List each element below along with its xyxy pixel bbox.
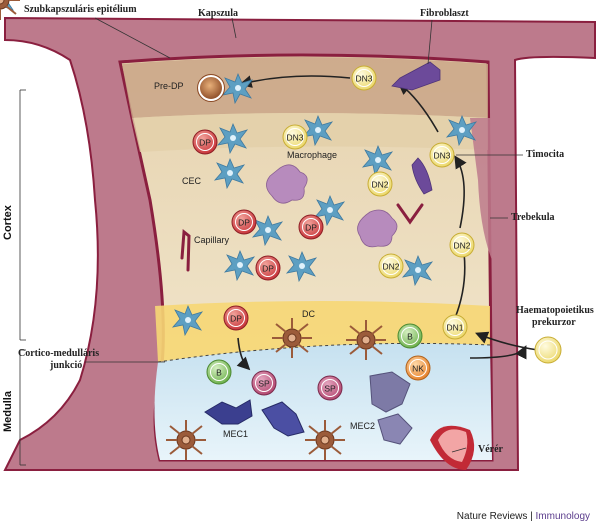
label-mec2: MEC2 — [350, 421, 376, 431]
mec-cells — [204, 371, 413, 445]
dn3-cell-right: DN3 — [429, 142, 455, 168]
leader-lines — [19, 17, 523, 466]
svg-text:DN2: DN2 — [371, 179, 388, 189]
label-mec1: MEC1 — [223, 429, 249, 439]
dn1-cell: DN1 — [442, 314, 468, 340]
label-capsule: Kapszula — [198, 8, 239, 19]
svg-text:SP: SP — [258, 378, 270, 388]
sp-cell-1: SP — [251, 370, 277, 396]
label-cmj-line1: Cortico-medulláris — [18, 348, 100, 359]
dp-cell-3: DP — [298, 214, 324, 240]
svg-text:SP: SP — [324, 383, 336, 393]
svg-text:DN2: DN2 — [382, 261, 399, 271]
dp-cell-1: DP — [192, 129, 218, 155]
dendritic-cells — [0, 0, 387, 461]
precursor-arrow — [475, 331, 539, 351]
svg-text:DN3: DN3 — [433, 150, 450, 160]
sp-cell-2: SP — [317, 375, 343, 401]
label-dc: DC — [302, 309, 315, 319]
blood-vessel — [430, 425, 475, 470]
label-subcapsular-epithelium: Szubkapszuláris epitélium — [24, 4, 137, 15]
credit-field: Immunology — [535, 511, 590, 522]
svg-text:B: B — [216, 367, 222, 377]
b-cell-cmj: B — [397, 323, 423, 349]
svg-text:DP: DP — [305, 222, 317, 232]
credit: Nature Reviews | Immunology — [457, 511, 590, 522]
svg-text:B: B — [407, 331, 413, 341]
dn2-cell-c: DN2 — [378, 253, 404, 279]
nk-cell: NK — [405, 355, 431, 381]
label-fibroblast: Fibroblaszt — [420, 8, 469, 19]
svg-text:DP: DP — [230, 313, 242, 323]
dn3-cell-top: DN3 — [351, 65, 377, 91]
svg-text:DN3: DN3 — [355, 73, 372, 83]
dn3-cell-mid: DN3 — [282, 124, 308, 150]
svg-text:NK: NK — [412, 363, 424, 373]
label-capillary: Capillary — [194, 235, 230, 245]
label-cortex: Cortex — [2, 205, 14, 240]
label-hematopoietic: Haematopoietikus — [516, 305, 594, 316]
svg-text:DN1: DN1 — [446, 322, 463, 332]
credit-journal: Nature Reviews — [456, 511, 528, 522]
precursor-cell — [534, 336, 562, 364]
label-cmj-line2: junkció — [50, 360, 83, 371]
svg-text:DP: DP — [238, 217, 250, 227]
svg-text:DP: DP — [262, 263, 274, 273]
capillary — [180, 229, 191, 272]
label-macrophage: Macrophage — [287, 150, 338, 160]
label-cec: CEC — [182, 176, 202, 186]
macrophages — [266, 164, 398, 248]
svg-text:DN3: DN3 — [286, 132, 303, 142]
dp-cell-4: DP — [255, 255, 281, 281]
label-precursor: prekurzor — [532, 317, 576, 328]
svg-text:DN2: DN2 — [453, 240, 470, 250]
subcapsular-band — [122, 57, 488, 118]
svg-text:DP: DP — [199, 137, 211, 147]
trabecula — [470, 118, 492, 260]
dp-cell-2: DP — [231, 209, 257, 235]
b-cell-medulla: B — [206, 359, 232, 385]
credit-separator: | — [527, 511, 536, 522]
label-trabecula: Trebekula — [511, 212, 555, 223]
label-medulla: Medulla — [2, 391, 14, 432]
label-blood-vessel: Vérér — [478, 444, 503, 455]
fibroblasts — [391, 61, 441, 195]
dn2-cell-b: DN2 — [449, 232, 475, 258]
dn2-cell-a: DN2 — [367, 171, 393, 197]
label-pre-dp: Pre-DP — [154, 81, 184, 91]
dp-cell-5: DP — [223, 305, 249, 331]
label-thymocyte: Timocita — [526, 149, 565, 160]
pre-dp-cell — [197, 74, 225, 102]
